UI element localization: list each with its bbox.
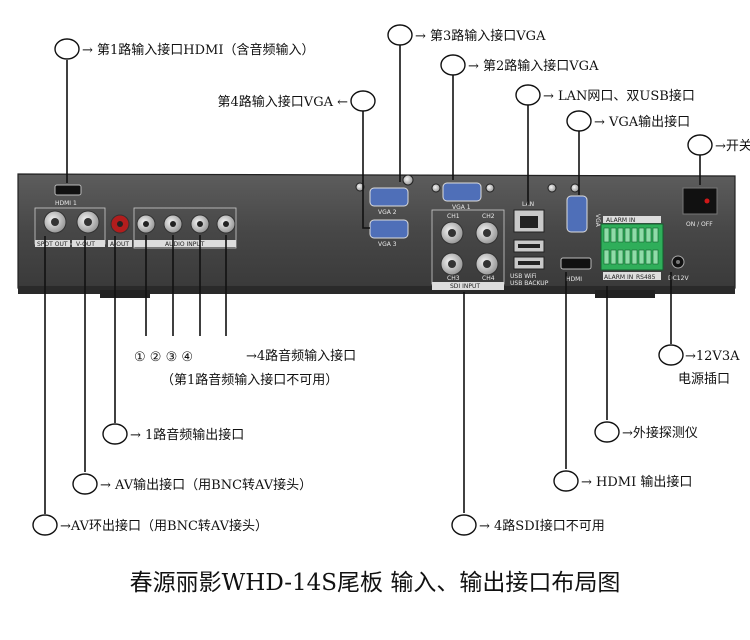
on-off-label: ON / OFF	[686, 221, 713, 228]
usb-wifi-label: USB WiFi	[510, 273, 537, 280]
label-audio-output: → 1路音频输出接口	[130, 427, 244, 443]
label-power-switch: →开关	[715, 139, 750, 154]
audio-output-port: A-OUT	[108, 214, 132, 248]
alarm-terminal-block: ALARM IN ALARM IN RS485	[600, 216, 664, 281]
label-vga2-input: → 第2路输入接口VGA	[468, 58, 599, 74]
annotation-lines	[44, 45, 701, 514]
dc12v-label: DC12V	[668, 275, 689, 282]
annotation-markers	[32, 24, 713, 536]
label-av-output: → AV输出接口（用BNC转AV接头）	[100, 477, 312, 493]
sdi-input-ports: CH1 CH2 CH3 CH4 SDI INPUT	[431, 209, 505, 290]
label-audio-input: →4路音频输入接口	[246, 348, 356, 364]
label-power-input-line2: 电源插口	[678, 372, 730, 387]
vga-output-port: VGA	[566, 195, 601, 233]
label-av-loop-out: →AV环出接口（用BNC转AV接头）	[60, 518, 268, 534]
rs485-label: RS485	[636, 274, 656, 281]
diagram-caption: 春源丽影WHD-14S尾板 输入、输出接口布局图	[130, 570, 621, 596]
hdmi1-port-label: HDMI 1	[55, 200, 77, 207]
sdi-ch2-label: CH2	[482, 213, 495, 220]
label-hdmi-output: → HDMI 输出接口	[581, 474, 692, 490]
hdmi-out-port-label: HDMI	[566, 276, 582, 283]
hdmi-output-port: HDMI	[560, 257, 592, 283]
alarm-in-top-label: ALARM IN	[606, 217, 635, 224]
vga3-label: VGA 3	[378, 241, 397, 248]
spot-out-label: SPOT OUT	[37, 241, 68, 248]
vga2-label: VGA 2	[378, 209, 397, 216]
power-switch: ON / OFF	[682, 187, 718, 228]
sdi-input-label: SDI INPUT	[450, 283, 480, 290]
sdi-ch3-label: CH3	[447, 275, 460, 282]
usb-backup-label: USB BACKUP	[510, 280, 549, 287]
audio-input-label: AUDIO INPUT	[165, 241, 205, 248]
label-lan-usb: → LAN网口、双USB接口	[543, 88, 695, 104]
label-vga3-input: → 第3路输入接口VGA	[415, 28, 546, 44]
dc-power-port: DC12V	[668, 255, 689, 282]
audio-input-ports: AUDIO INPUT	[133, 207, 237, 249]
label-vga-output: → VGA输出接口	[594, 114, 690, 130]
vga1-label: VGA 1	[452, 204, 471, 211]
label-sdi: → 4路SDI接口不可用	[479, 518, 605, 534]
vga-out-port-label: VGA	[594, 214, 601, 228]
lan-usb-ports: LAN USB WiFi USB BACKUP	[510, 201, 549, 287]
label-audio-channel-numbers: ① ② ③ ④	[134, 350, 193, 365]
label-power-input-line1: →12V3A	[685, 349, 740, 364]
alarm-in-bottom-label: ALARM IN	[604, 274, 633, 281]
vga1-port: VGA 1	[442, 182, 482, 211]
vga2-vga3-ports: VGA 2 VGA 3	[369, 187, 409, 248]
sdi-ch1-label: CH1	[447, 213, 460, 220]
sdi-ch4-label: CH4	[482, 275, 495, 282]
label-audio-input-note: （第1路音频输入接口不可用）	[161, 372, 338, 388]
a-out-label: A-OUT	[110, 241, 129, 248]
label-sensor: →外接探测仪	[622, 425, 698, 441]
label-hdmi1-input: → 第1路输入接口HDMI（含音频输入）	[82, 42, 315, 58]
hdmi1-input-port: HDMI 1	[54, 184, 82, 207]
label-vga4-input: 第4路输入接口VGA ←	[218, 94, 349, 110]
